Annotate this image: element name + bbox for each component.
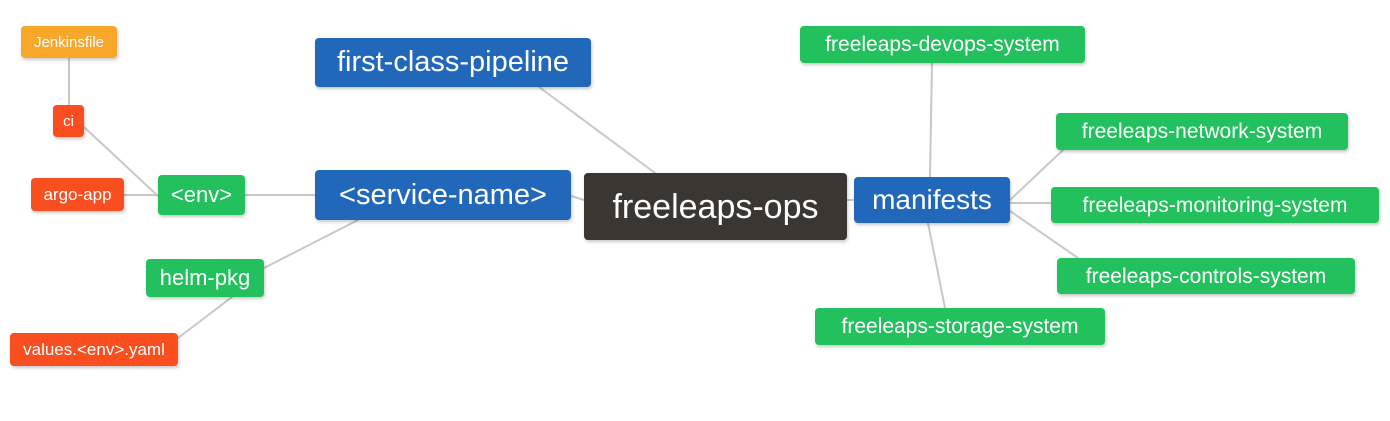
mindmap-node-values-env-yaml[interactable]: values.<env>.yaml [10,333,178,366]
edge-ci-to-env [83,126,159,197]
mindmap-node-Jenkinsfile[interactable]: Jenkinsfile [21,26,117,58]
mindmap-node-freeleaps-monitoring-system[interactable]: freeleaps-monitoring-system [1051,187,1379,223]
mindmap-node-first-class-pipeline[interactable]: first-class-pipeline [315,38,591,87]
node-label: freeleaps-ops [612,187,819,226]
node-label: freeleaps-controls-system [1085,264,1327,288]
node-label: manifests [872,184,992,215]
node-label: freeleaps-devops-system [825,33,1060,56]
mindmap-node-helm-pkg[interactable]: helm-pkg [146,259,264,297]
mindmap-node-service-name[interactable]: <service-name> [315,170,571,220]
node-label: first-class-pipeline [336,46,570,78]
edge-freeleaps-devops-system-to-manifests [929,62,933,178]
mindmap-node-freeleaps-controls-system[interactable]: freeleaps-controls-system [1057,258,1355,294]
edge-values-env-yaml-to-helm-pkg [177,296,233,339]
mindmap-node-env[interactable]: <env> [158,175,245,215]
node-label: freeleaps-network-system [1081,120,1323,143]
edge-freeleaps-controls-system-to-manifests [1009,210,1079,259]
node-label: freeleaps-storage-system [841,315,1079,338]
node-label: Jenkinsfile [33,33,105,51]
node-label: argo-app [43,185,112,204]
mindmap-node-freeleaps-network-system[interactable]: freeleaps-network-system [1056,113,1348,150]
edge-freeleaps-network-system-to-manifests [1009,149,1064,201]
node-label: values.<env>.yaml [23,340,165,359]
mindmap-node-ci[interactable]: ci [53,105,84,137]
node-label: ci [63,112,74,130]
mindmap-node-freeleaps-storage-system[interactable]: freeleaps-storage-system [815,308,1105,345]
edge-first-class-pipeline-to-freeleaps-ops [538,86,656,174]
node-label: <env> [170,182,233,207]
node-label: helm-pkg [159,265,251,290]
mindmap-node-freeleaps-devops-system[interactable]: freeleaps-devops-system [800,26,1085,63]
node-label: <service-name> [339,178,547,211]
mindmap-node-argo-app[interactable]: argo-app [31,178,124,211]
node-label: freeleaps-monitoring-system [1082,193,1348,217]
edge-freeleaps-storage-system-to-manifests [927,222,946,309]
mindmap-node-manifests[interactable]: manifests [854,177,1010,223]
edge-service-name-to-freeleaps-ops [570,195,585,201]
mindmap-node-freeleaps-ops[interactable]: freeleaps-ops [584,173,847,240]
edge-helm-pkg-to-service-name [263,219,359,269]
